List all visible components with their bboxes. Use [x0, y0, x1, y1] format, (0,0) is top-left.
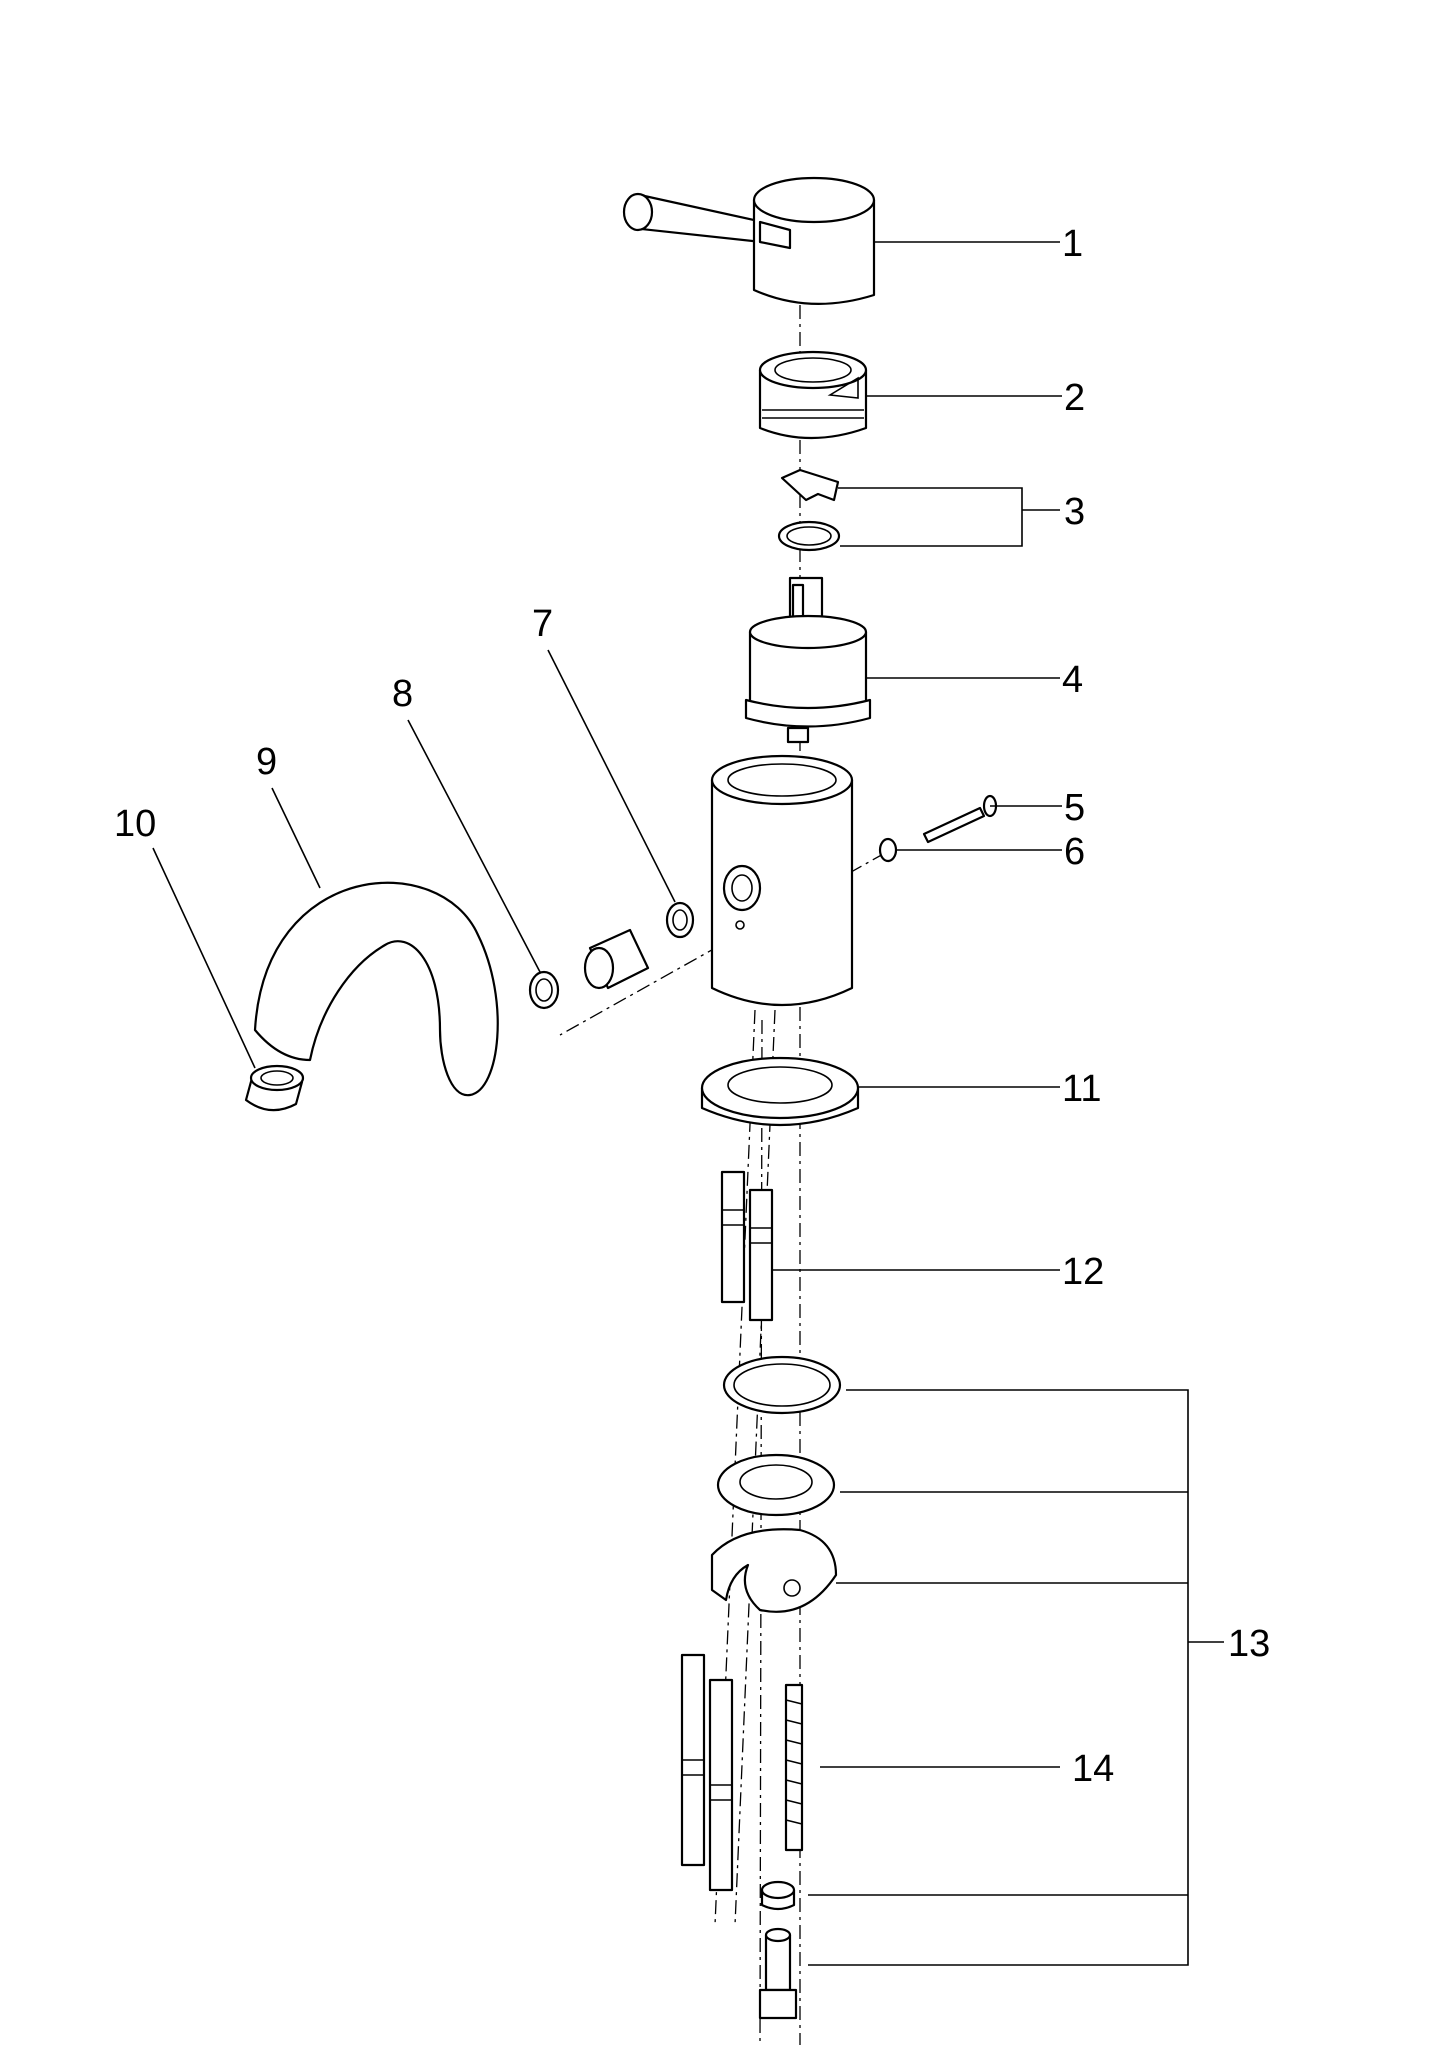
callout-1: 1: [1062, 223, 1083, 265]
part-14-threaded-rod: [784, 1683, 804, 1852]
part-10-aerator: [244, 1064, 305, 1112]
leader-lines: [152, 241, 1224, 1966]
callout-8: 8: [392, 673, 413, 715]
part-9-spout: [253, 881, 499, 1097]
part-3-clip-and-ring: [777, 468, 841, 552]
part-13-mounting-set: [710, 1355, 842, 2020]
part-2-cap-nut: [758, 350, 868, 440]
lower-hoses: [680, 1653, 734, 1892]
spout-connector: [583, 928, 650, 990]
callout-2: 2: [1064, 377, 1085, 419]
part-1-handle: [622, 176, 876, 305]
callout-10: 10: [114, 803, 156, 845]
part-6-washer: [878, 837, 898, 863]
callout-labels: 1 2 3 4 5 6 7 8 9 10 11 12 13 14: [114, 223, 1270, 1790]
part-11-base-plate: [700, 1056, 860, 1126]
callout-4: 4: [1062, 659, 1083, 701]
callout-13: 13: [1228, 1623, 1270, 1665]
part-4-cartridge: [744, 576, 872, 744]
part-12-hose-fittings: [720, 1170, 774, 1322]
part-7-o-ring: [665, 901, 695, 939]
faucet-body: [710, 754, 854, 1006]
callout-7: 7: [532, 603, 553, 645]
part-8-o-ring: [528, 970, 560, 1010]
callout-14: 14: [1072, 1748, 1114, 1790]
callout-6: 6: [1064, 831, 1085, 873]
part-5-screw: [922, 794, 998, 844]
callout-5: 5: [1064, 787, 1085, 829]
callout-9: 9: [256, 741, 277, 783]
callout-12: 12: [1062, 1251, 1104, 1293]
callout-11: 11: [1062, 1068, 1101, 1110]
callout-3: 3: [1064, 491, 1085, 533]
